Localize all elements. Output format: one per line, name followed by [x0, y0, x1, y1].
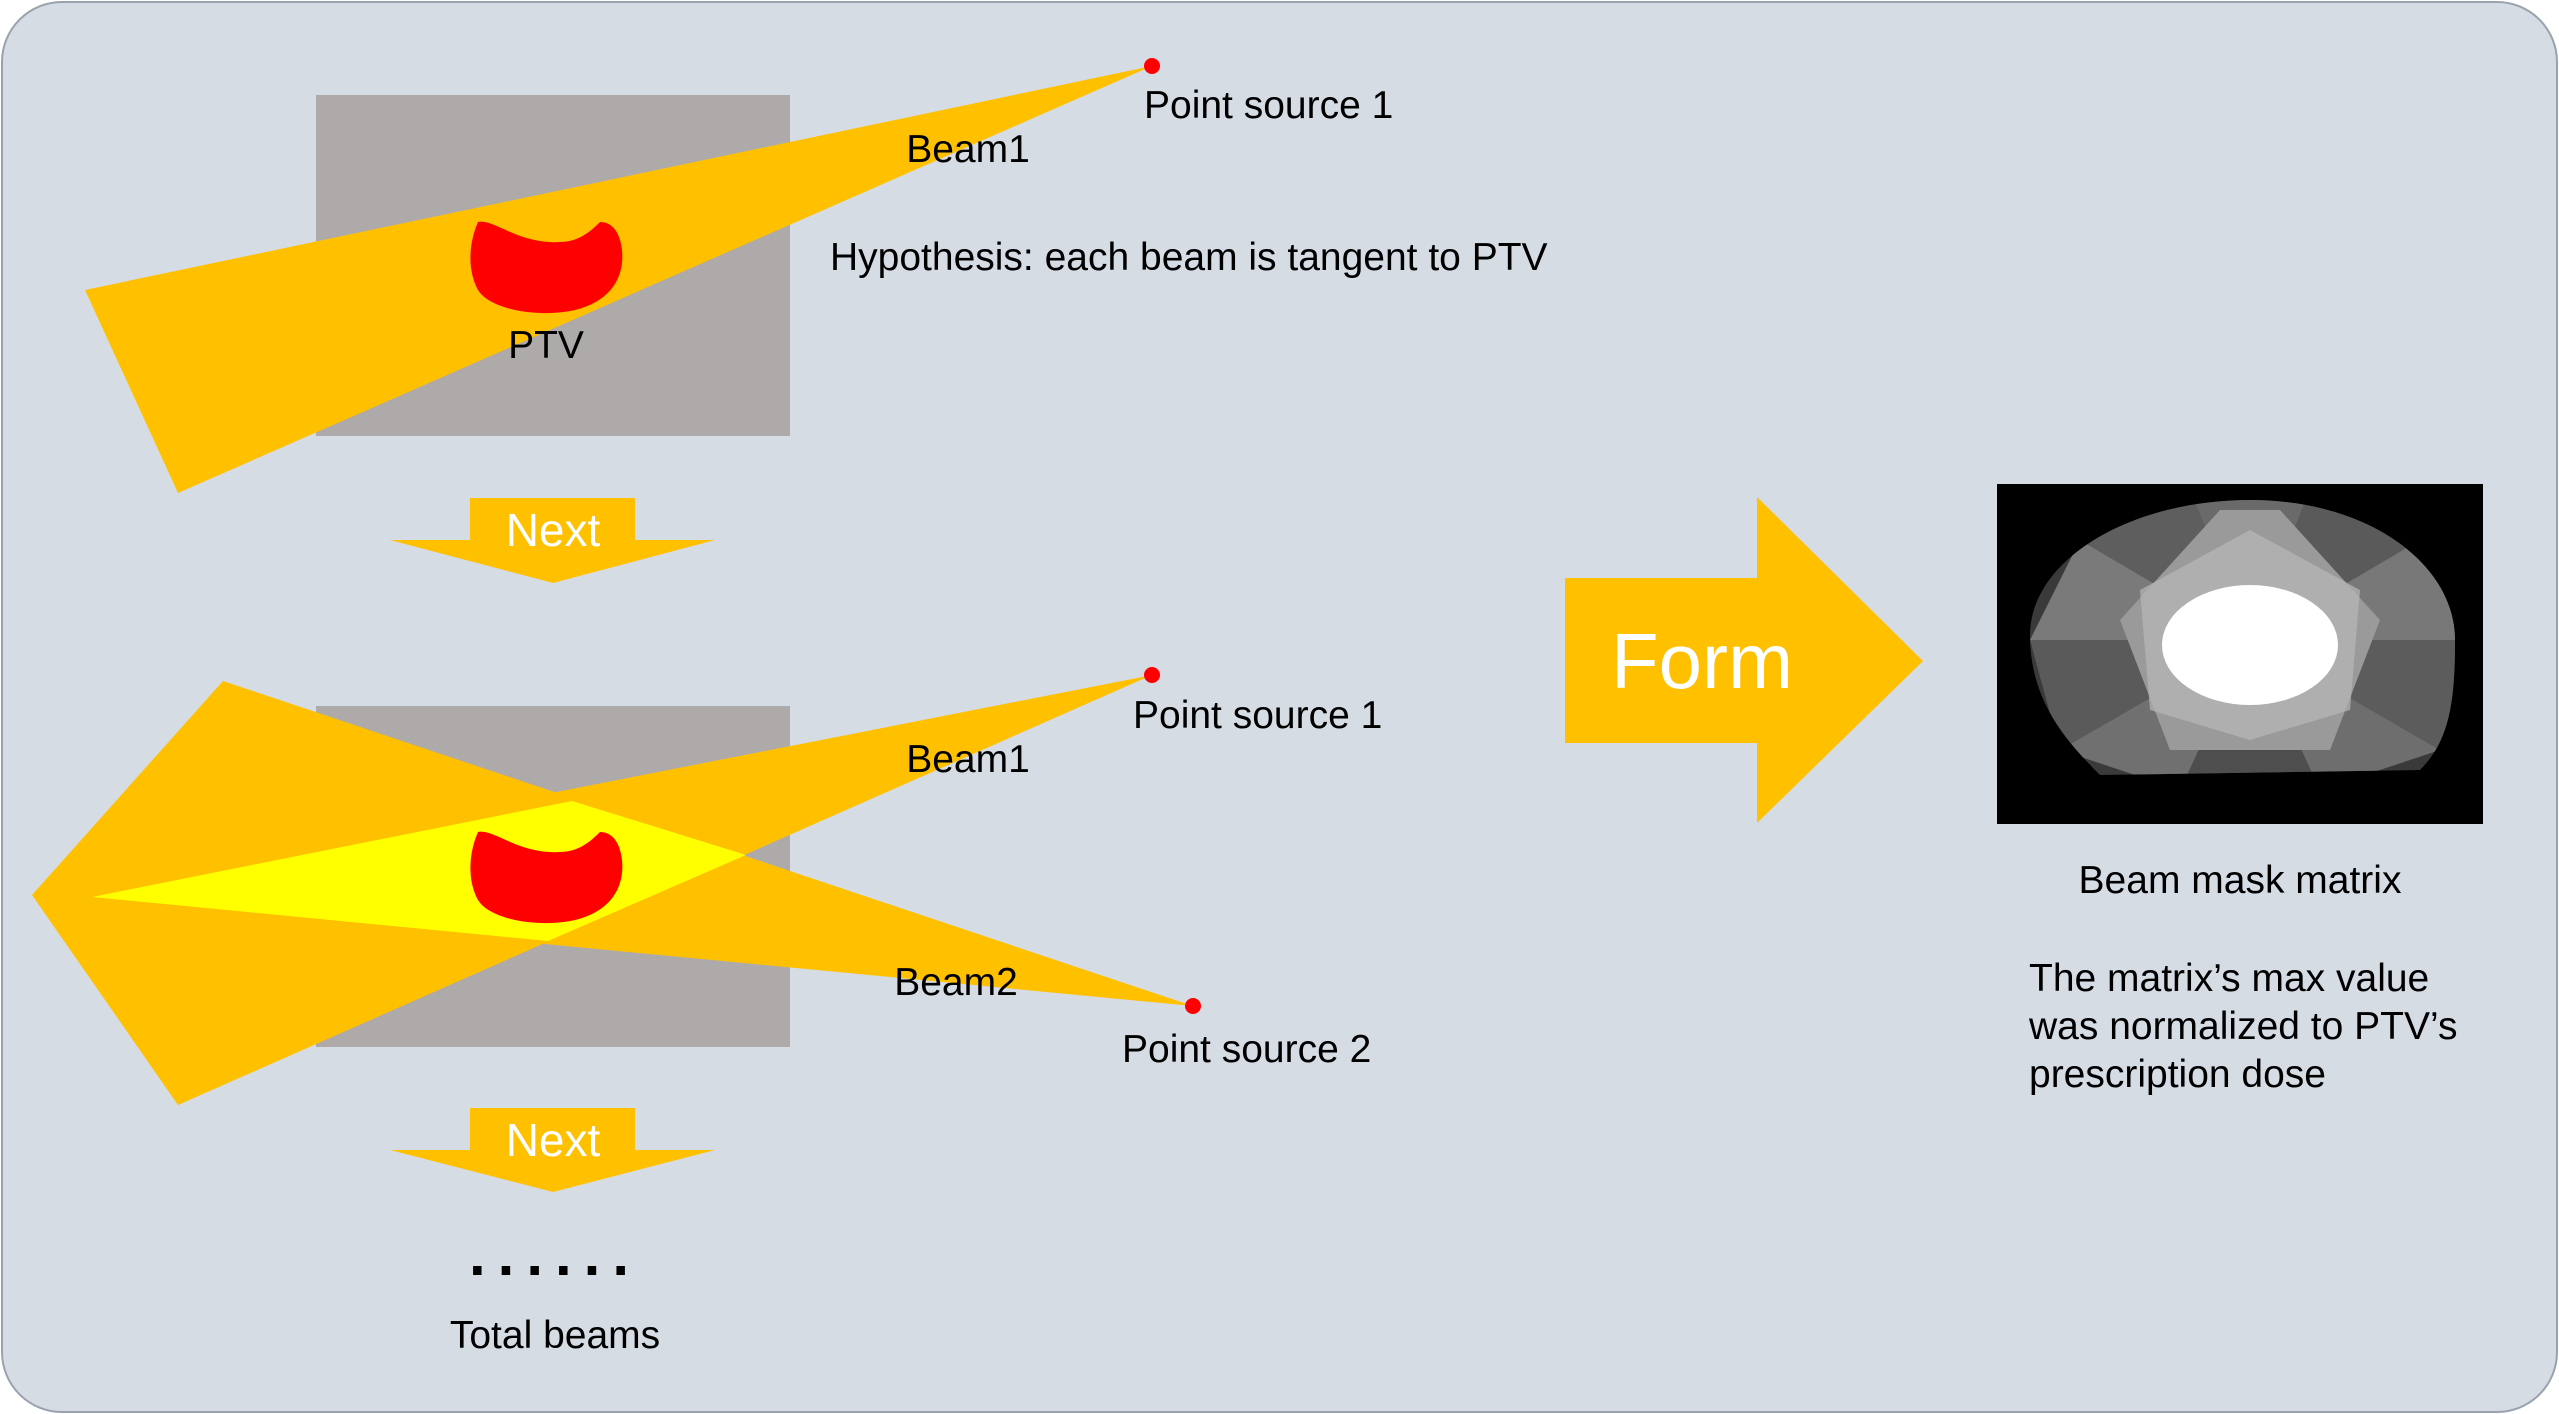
- next-arrow-2-label: Next: [506, 1114, 601, 1166]
- total-beams-label: Total beams: [450, 1314, 660, 1357]
- form-arrow: Form: [1565, 497, 1923, 823]
- mask-note-line-1: The matrix’s max value: [2029, 957, 2429, 1000]
- next-arrow-2-shape: [390, 1108, 715, 1192]
- ellipsis-dots: ......: [469, 1221, 641, 1288]
- next-arrow-1-shape: [390, 498, 715, 583]
- point-source-1-label-step1: Point source 1: [1144, 84, 1393, 127]
- ptv-shape-2: [470, 831, 623, 924]
- next-arrow-1: Next: [390, 498, 715, 583]
- form-arrow-label: Form: [1611, 617, 1793, 705]
- form-arrow-shape: [1565, 497, 1923, 823]
- beam2-label: Beam2: [894, 961, 1018, 1004]
- ptv-shape-1: [470, 221, 623, 314]
- point-source-1-label-step2: Point source 1: [1133, 694, 1382, 737]
- ptv-label: PTV: [508, 324, 584, 367]
- step1-group: Beam1 Point source 1 PTV: [85, 58, 1393, 493]
- mask-note-line-3: prescription dose: [2029, 1053, 2326, 1096]
- mask-note-line-2: was normalized to PTV’s: [2028, 1005, 2457, 1048]
- next-arrow-2: Next: [390, 1108, 715, 1192]
- next-arrow-1-label: Next: [506, 504, 601, 556]
- point-source-2-label: Point source 2: [1122, 1028, 1371, 1071]
- point-source-2-dot: [1185, 998, 1201, 1014]
- beam1-label-step1: Beam1: [906, 128, 1030, 171]
- beam1-triangle-step1: [85, 66, 1152, 493]
- beam1-label-step2: Beam1: [906, 738, 1030, 781]
- point-source-1-dot: [1144, 58, 1160, 74]
- step2-group: Beam1 Point source 1 Beam2 Point source …: [32, 667, 1382, 1105]
- beam-mask-image: [1997, 484, 2483, 824]
- hypothesis-text: Hypothesis: each beam is tangent to PTV: [830, 236, 1548, 279]
- point-source-1-dot-step2: [1144, 667, 1160, 683]
- beam-mask-title: Beam mask matrix: [2079, 859, 2402, 902]
